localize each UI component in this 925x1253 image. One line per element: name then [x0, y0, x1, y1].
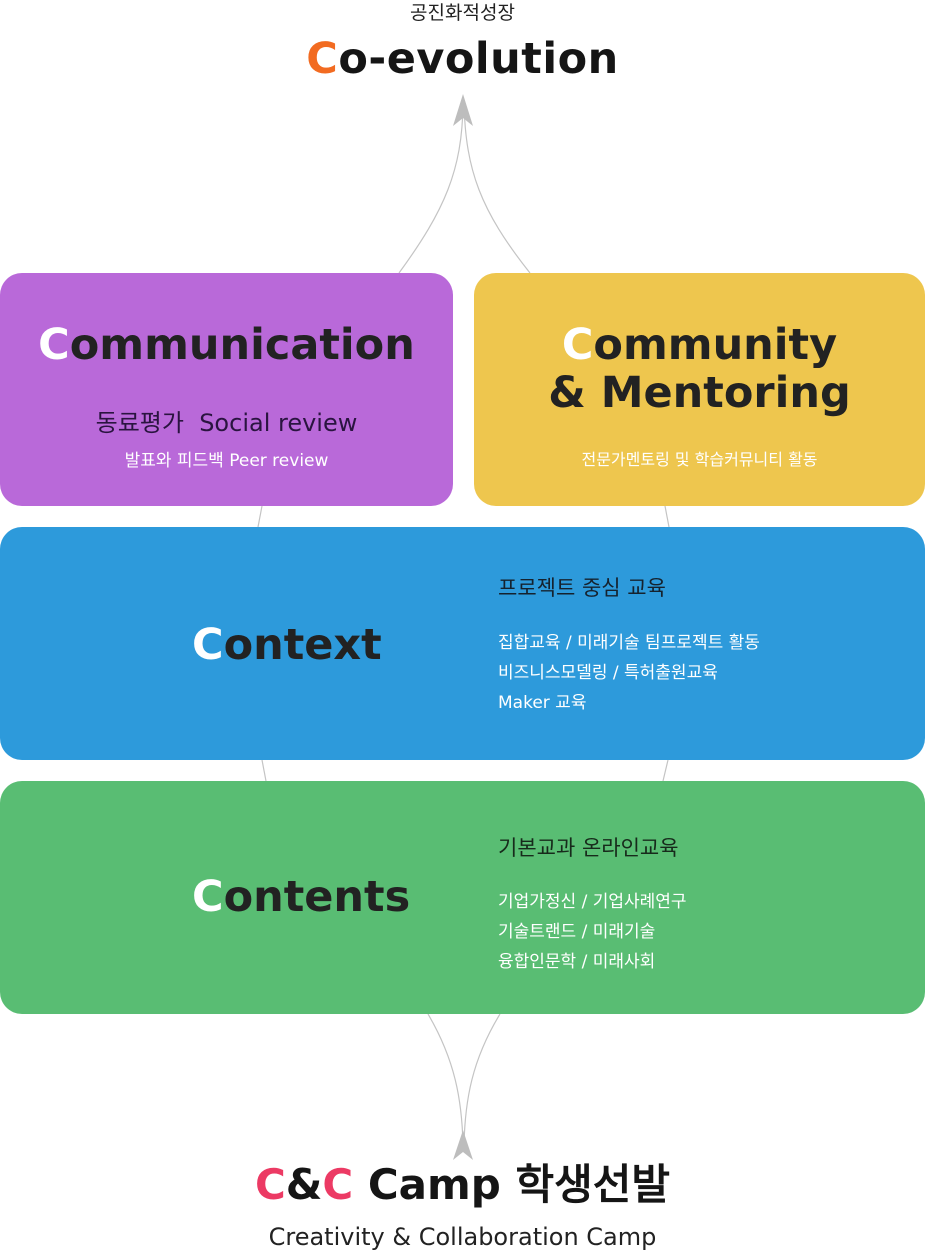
card-contents-title-initial: C — [192, 872, 224, 922]
card-communication-title: Communication — [0, 321, 453, 369]
connector-top-left — [398, 104, 464, 274]
footer-title: C&C Camp 학생선발 — [0, 1158, 925, 1212]
footer-title-c2: C — [322, 1160, 354, 1209]
header-title-initial: C — [306, 34, 339, 84]
card-context-item: 비즈니스모델링 / 특허출원교육 — [498, 663, 718, 683]
connector-mid-left-lower — [261, 759, 267, 782]
header-title: Co-evolution — [0, 32, 925, 86]
connector-top-right — [463, 104, 531, 274]
connector-mid-left-upper — [257, 505, 263, 528]
arrow-up-top-icon — [453, 94, 473, 126]
card-contents-title-rest: ontents — [223, 872, 411, 922]
card-contents: Contents 기본교과 온라인교육 기업가정신 / 기업사례연구 기술트랜드… — [0, 781, 925, 1014]
card-contents-heading: 기본교과 온라인교육 — [498, 836, 679, 860]
footer-title-c1: C — [254, 1160, 286, 1209]
card-contents-item: 기업가정신 / 기업사례연구 — [498, 892, 687, 912]
footer-subtitle: Creativity & Collaboration Camp — [268, 1223, 657, 1251]
card-context: Context 프로젝트 중심 교육 집합교육 / 미래기술 팀프로젝트 활동 … — [0, 527, 925, 760]
card-community-mentoring: Community & Mentoring 전문가멘토링 및 학습커뮤니티 활동 — [474, 273, 925, 506]
connector-bottom-right — [463, 1013, 501, 1146]
card-context-title-rest: ontext — [223, 620, 382, 670]
footer-title-rest: Camp 학생선발 — [353, 1160, 671, 1209]
card-community-title-initial: C — [561, 320, 594, 370]
card-community-title: Community & Mentoring — [474, 321, 925, 417]
card-communication-detail: 발표와 피드백 Peer review — [124, 451, 329, 471]
card-contents-item: 융합인문학 / 미래사회 — [498, 952, 656, 972]
header-subtitle: 공진화적성장 — [410, 2, 515, 24]
card-communication-subtitle: 동료평가 Social review — [95, 409, 358, 437]
arrow-up-bottom-icon — [453, 1130, 473, 1160]
card-context-heading: 프로젝트 중심 교육 — [498, 576, 666, 600]
connector-bottom-left — [427, 1013, 464, 1146]
card-context-title-initial: C — [192, 620, 224, 670]
card-community-title-line2: & Mentoring — [548, 368, 851, 418]
card-communication: Communication 동료평가 Social review 발표와 피드백… — [0, 273, 453, 506]
connector-mid-right-lower — [662, 759, 669, 782]
card-community-detail: 전문가멘토링 및 학습커뮤니티 활동 — [581, 450, 818, 469]
card-contents-item: 기술트랜드 / 미래기술 — [498, 922, 656, 942]
header-title-rest: o-evolution — [338, 34, 619, 84]
card-community-title-line1-rest: ommunity — [593, 320, 838, 370]
card-communication-title-rest: ommunication — [69, 320, 415, 370]
card-community-title-line1: Community — [474, 321, 925, 369]
card-contents-title: Contents — [192, 873, 410, 921]
footer-title-amp: & — [285, 1160, 323, 1209]
card-communication-title-initial: C — [38, 320, 70, 370]
connector-mid-right-upper — [664, 505, 670, 528]
card-context-title: Context — [192, 621, 382, 669]
card-context-item: Maker 교육 — [498, 693, 587, 713]
card-context-item: 집합교육 / 미래기술 팀프로젝트 활동 — [498, 633, 760, 653]
